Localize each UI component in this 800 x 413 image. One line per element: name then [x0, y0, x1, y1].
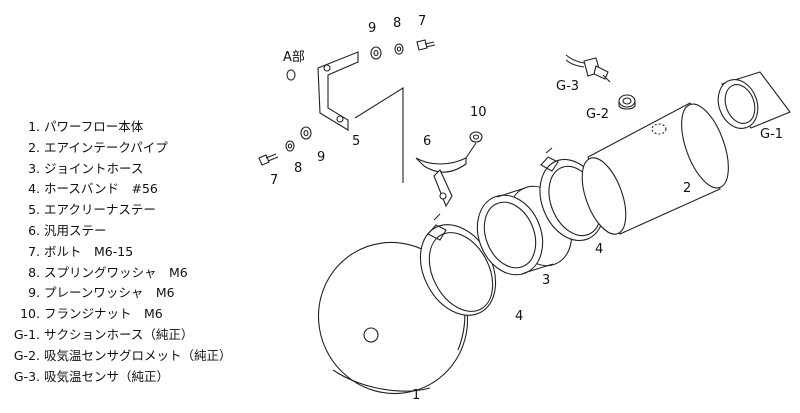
label-7-left: 7 [270, 173, 278, 188]
parts-list-item: 10.フランジナット M6 [4, 304, 232, 325]
label-1: 1 [412, 388, 420, 403]
label-4-lower: 4 [515, 309, 523, 324]
fasteners-top [370, 39, 436, 60]
label-8-left: 8 [294, 161, 302, 176]
part-number: G-1. [13, 326, 40, 342]
label-8-top: 8 [393, 16, 401, 31]
part-number: 2. [28, 139, 40, 155]
part-name: サクションホース（純正） [44, 326, 194, 342]
part-name: プレーンワッシャ M6 [44, 285, 175, 301]
label-4-upper: 4 [595, 242, 603, 257]
label-g2: G-2 [586, 107, 609, 122]
parts-list-item: 4.ホースバンド #56 [4, 179, 232, 200]
parts-list-item: G-3.吸気温センサ（純正） [4, 367, 232, 388]
label-9-left: 9 [317, 150, 325, 165]
sensor-grommet [618, 94, 636, 110]
label-9-top: 9 [368, 21, 376, 36]
parts-list-item: 5.エアクリーナステー [4, 200, 232, 221]
part-number: 10. [20, 306, 40, 322]
label-7-top: 7 [418, 14, 426, 29]
label-2: 2 [683, 181, 691, 196]
part-number: G-3. [13, 368, 40, 384]
label-10: 10 [470, 105, 487, 120]
part-number: G-2. [13, 347, 40, 363]
parts-list-item: 1. パワーフロー本体 [4, 117, 232, 138]
air-cleaner-stay [317, 51, 404, 183]
parts-list-item: 9.プレーンワッシャ M6 [4, 283, 232, 304]
air-intake-pipe [581, 102, 729, 235]
label-3: 3 [542, 273, 550, 288]
label-a-part: A部 [283, 50, 305, 65]
part-number: 4. [28, 181, 40, 197]
parts-list-item: G-1.サクションホース（純正） [4, 325, 232, 346]
part-number: 7. [28, 243, 40, 259]
label-5: 5 [352, 134, 360, 149]
label-6: 6 [423, 134, 431, 149]
part-name: ボルト M6-15 [44, 243, 134, 259]
part-name: 汎用ステー [44, 222, 107, 238]
part-number: 3. [28, 160, 40, 176]
parts-list-item: 2.エアインテークパイプ [4, 138, 232, 159]
flange-nut [469, 131, 483, 143]
part-name: フランジナット M6 [44, 306, 163, 322]
part-name: エアクリーナステー [44, 202, 156, 218]
a-part-washer [286, 69, 296, 81]
label-g1: G-1 [760, 127, 783, 142]
fasteners-left [258, 126, 312, 166]
label-g3: G-3 [556, 79, 579, 94]
parts-list-item: G-2.吸気温センサグロメット（純正） [4, 346, 232, 367]
part-name: ホースバンド #56 [44, 181, 158, 197]
hose-band-lower [419, 213, 497, 316]
parts-list-item: 3.ジョイントホース [4, 159, 232, 180]
part-name: ジョイントホース [44, 160, 144, 176]
part-number: 1. [28, 119, 40, 134]
part-number: 6. [28, 222, 40, 238]
part-number: 8. [28, 264, 40, 280]
general-stay [415, 142, 477, 208]
parts-list-item: 6.汎用ステー [4, 221, 232, 242]
temp-sensor [565, 54, 611, 83]
part-name: 吸気温センサ（純正） [44, 368, 170, 384]
part-number: 5. [28, 202, 40, 218]
part-number: 9. [28, 285, 40, 301]
parts-list-item: 8.スプリングワッシャ M6 [4, 263, 232, 284]
part-name: エアインテークパイプ [44, 139, 168, 155]
part-name: パワーフロー本体 [44, 119, 144, 134]
parts-list-item: 7.ボルト M6-15 [4, 242, 232, 263]
parts-list: 1. パワーフロー本体 2.エアインテークパイプ 3.ジョイントホース 4.ホース… [4, 117, 232, 387]
suction-hose [717, 71, 791, 129]
part-name: スプリングワッシャ M6 [44, 264, 188, 280]
part-name: 吸気温センサグロメット（純正） [44, 347, 232, 363]
